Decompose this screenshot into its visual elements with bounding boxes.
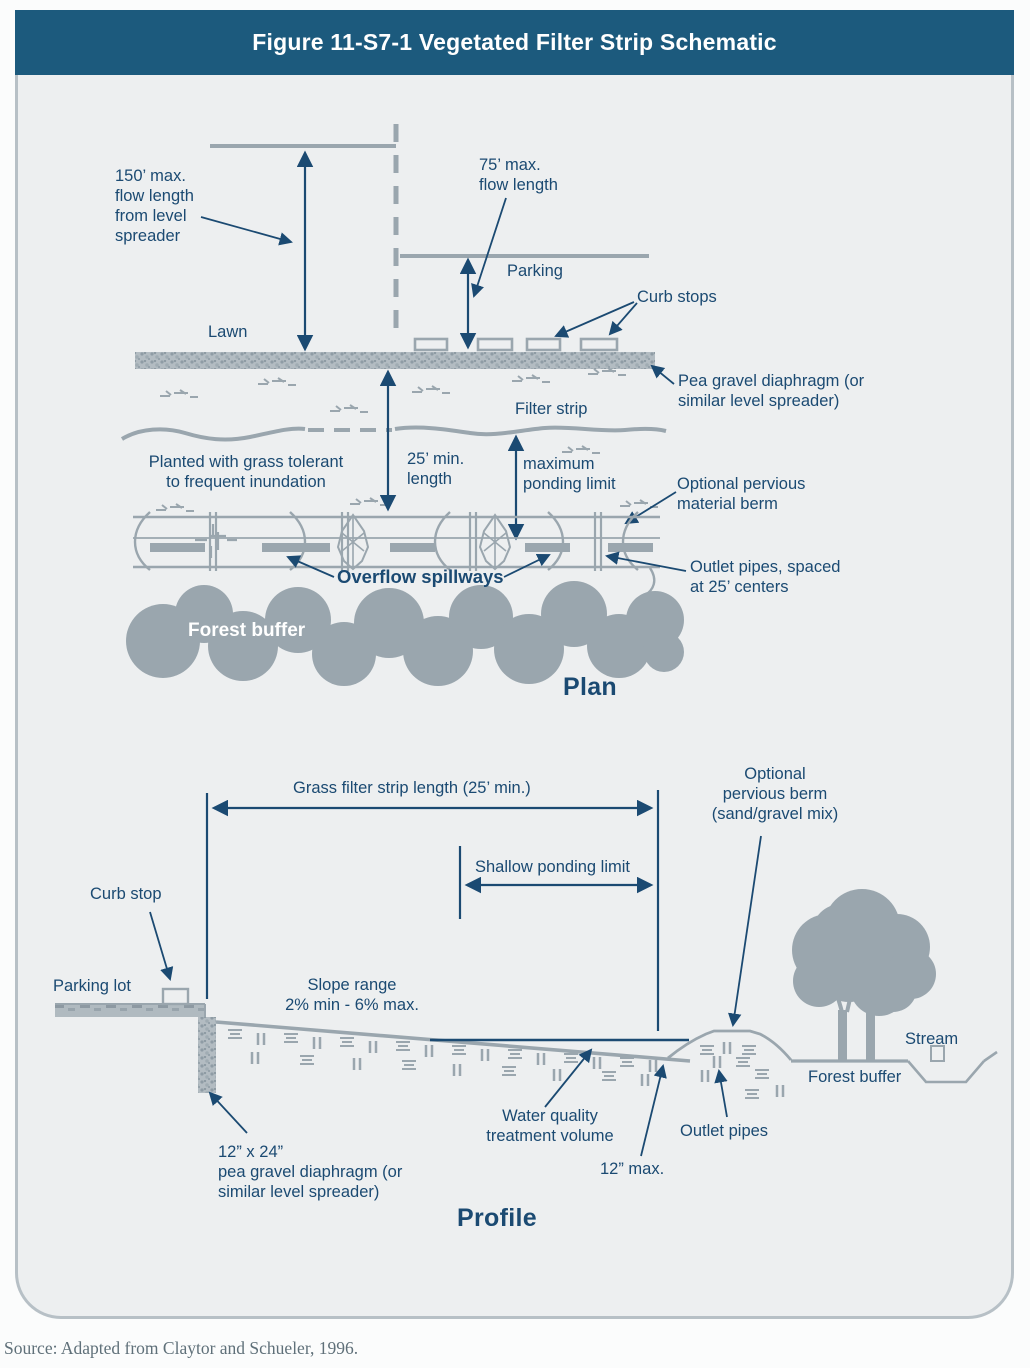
curb-stop-arrow (149, 911, 174, 981)
pea-gravel-arrow-profile (208, 1091, 248, 1134)
label-parking-lot: Parking lot (53, 977, 131, 995)
plan-section-title: Plan (563, 673, 617, 701)
label-optional-berm-profile: Optional pervious berm (sand/gravel mix) (711, 765, 839, 824)
label-lawn: Lawn (208, 323, 248, 341)
label-max-ponding: maximum ponding limit (523, 455, 616, 494)
curb-stops-arrows (554, 301, 638, 338)
label-pea-gravel-plan: Pea gravel diaphragm (or similar level s… (678, 372, 865, 411)
parking-lot-surface (55, 987, 206, 1017)
overflow-spillway-arrows (286, 553, 551, 578)
tree (792, 889, 936, 1062)
plan-diagram (120, 124, 687, 686)
label-flow-length-150: 150’ max. flow length from level spreade… (115, 167, 194, 246)
label-length-25: 25’ min. length (407, 450, 465, 489)
label-stream: Stream (905, 1030, 959, 1048)
pea-gravel-arrow (650, 364, 675, 385)
water-quality-arrow (544, 1048, 593, 1108)
label-pea-gravel-profile: 12” x 24” pea gravel diaphragm (or simil… (218, 1143, 403, 1202)
outlet-pipes-arrow-profile (714, 1069, 728, 1118)
label-water-quality: Water quality treatment volume (486, 1107, 614, 1146)
label-outlet-pipes-plan: Outlet pipes, spaced at 25’ centers (690, 558, 841, 597)
label-flow-length-75: 75’ max. flow length (479, 156, 558, 195)
max-12-arrow (640, 1064, 667, 1157)
dimension-lines (205, 790, 660, 1031)
ground-slope (215, 1020, 691, 1063)
flow-length-75-arrow (459, 197, 507, 350)
profile-section-title: Profile (457, 1204, 537, 1232)
ponding-limit-wave (120, 425, 667, 442)
optional-berm-arrow-profile (728, 835, 762, 1028)
label-curb-stop-profile: Curb stop (90, 885, 162, 903)
label-forest-buffer-plan: Forest buffer (188, 620, 306, 641)
label-filter-strip: Filter strip (515, 400, 588, 418)
outlet-pipes-arrow-plan (605, 551, 687, 572)
berm-band-plan (133, 511, 660, 598)
label-max-12: 12” max. (600, 1160, 665, 1178)
figure-title-bar: Figure 11-S7-1 Vegetated Filter Strip Sc… (15, 10, 1014, 75)
pea-gravel-band (135, 352, 655, 369)
label-forest-buffer-profile: Forest buffer (808, 1068, 902, 1086)
label-curb-stops: Curb stops (637, 288, 717, 306)
figure-panel (15, 75, 1014, 1319)
forest-buffer-canopy-plan (126, 581, 684, 686)
figure-title: Figure 11-S7-1 Vegetated Filter Strip Sc… (252, 29, 777, 55)
flow-length-150-arrow (200, 150, 314, 352)
label-optional-berm-plan: Optional pervious material berm (677, 475, 806, 514)
label-slope-range: Slope range 2% min - 6% max. (285, 976, 419, 1015)
curb-stops-plan (413, 337, 619, 352)
label-outlet-pipes-profile: Outlet pipes (680, 1122, 769, 1140)
profile-diagram (55, 790, 998, 1157)
berm-mound (667, 1029, 793, 1061)
label-planted-grass: Planted with grass tolerant to frequent … (148, 453, 344, 492)
stream-channel (907, 1045, 998, 1084)
source-citation: Source: Adapted from Claytor and Schuele… (4, 1338, 359, 1358)
label-parking: Parking (507, 262, 563, 280)
pea-gravel-trench (198, 1017, 216, 1093)
label-overflow-spillways: Overflow spillways (337, 566, 504, 587)
label-grass-strip-length: Grass filter strip length (25’ min.) (293, 779, 531, 797)
optional-berm-arrow-plan (624, 491, 677, 525)
label-shallow-ponding: Shallow ponding limit (475, 858, 631, 876)
